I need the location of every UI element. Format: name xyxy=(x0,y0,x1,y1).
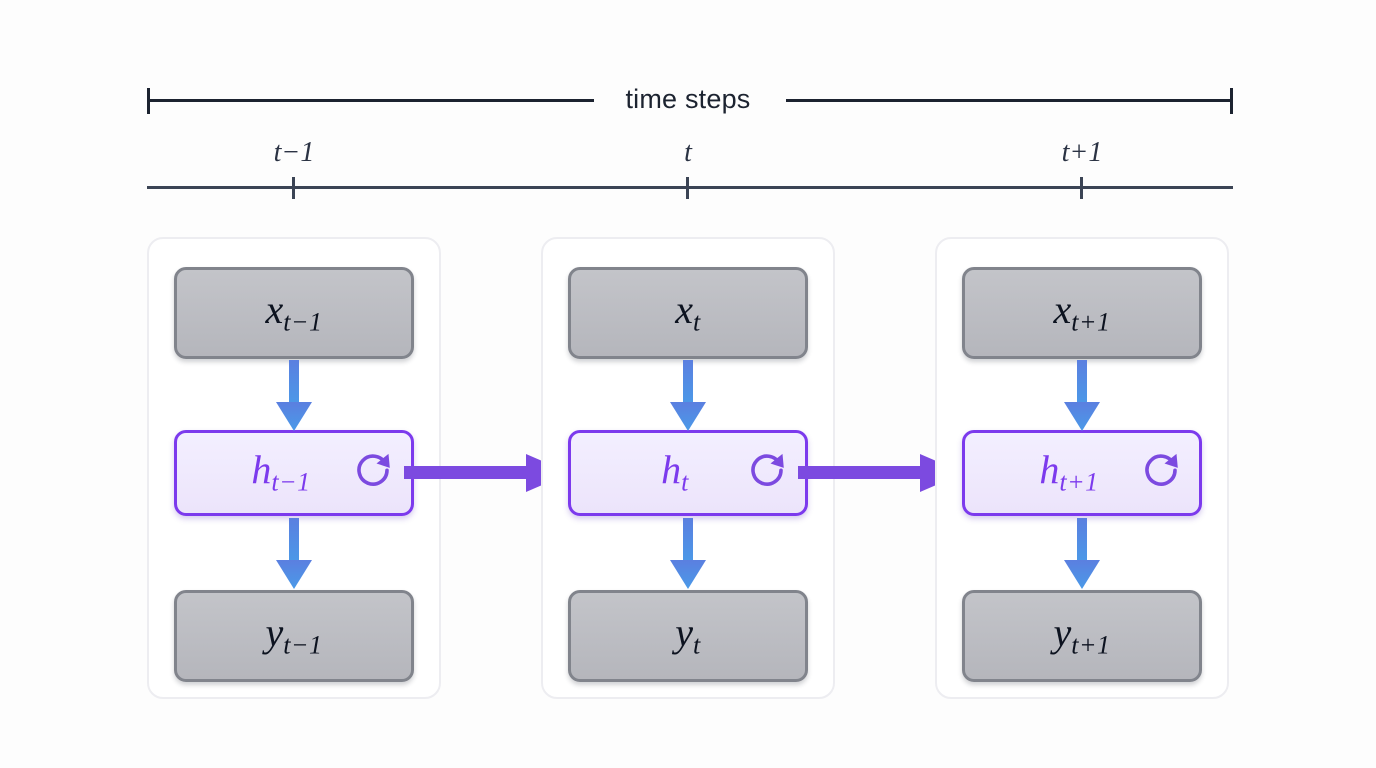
input-node-t-minus-1[interactable]: xt−1 xyxy=(174,267,414,359)
output-node-label-t: yt xyxy=(675,610,701,660)
output-node-t-plus-1[interactable]: yt+1 xyxy=(962,590,1202,682)
edge-input-to-hidden-t xyxy=(670,360,706,431)
hidden-node-label-t-minus-1: ht−1 xyxy=(251,447,311,497)
axis-tick-t xyxy=(686,177,689,199)
edge-hidden-to-output-t-minus-1 xyxy=(276,518,312,589)
hidden-node-label-t-plus-1: ht+1 xyxy=(1039,447,1099,497)
output-node-t-minus-1[interactable]: yt−1 xyxy=(174,590,414,682)
input-node-t[interactable]: xt xyxy=(568,267,808,359)
input-node-label-t-plus-1: xt+1 xyxy=(1053,287,1111,337)
axis-tick-label-t-plus-1: t+1 xyxy=(1061,137,1103,168)
output-node-t[interactable]: yt xyxy=(568,590,808,682)
time-steps-label: time steps xyxy=(625,84,751,114)
edge-input-to-hidden-t-plus-1 xyxy=(1064,360,1100,431)
recurrent-loop-icon xyxy=(1145,453,1178,486)
hidden-node-t-plus-1[interactable]: ht+1 xyxy=(962,430,1202,516)
axis-tick-label-t: t xyxy=(684,137,692,168)
bracket-line-left xyxy=(147,99,594,102)
input-node-t-plus-1[interactable]: xt+1 xyxy=(962,267,1202,359)
hidden-node-t-minus-1[interactable]: ht−1 xyxy=(174,430,414,516)
output-node-label-t-minus-1: yt−1 xyxy=(265,610,323,660)
input-node-label-t: xt xyxy=(675,287,701,337)
bracket-right-cap xyxy=(1230,88,1233,114)
recurrent-loop-icon xyxy=(751,453,784,486)
edge-hidden-to-output-t-plus-1 xyxy=(1064,518,1100,589)
bracket-line-right xyxy=(786,99,1233,102)
axis-tick-t-plus-1 xyxy=(1080,177,1083,199)
recurrent-loop-icon xyxy=(357,453,390,486)
edge-hidden-to-output-t xyxy=(670,518,706,589)
axis-line xyxy=(147,186,1233,189)
edge-input-to-hidden-t-minus-1 xyxy=(276,360,312,431)
axis-tick-label-t-minus-1: t−1 xyxy=(273,137,315,168)
axis-tick-t-minus-1 xyxy=(292,177,295,199)
hidden-node-t[interactable]: ht xyxy=(568,430,808,516)
output-node-label-t-plus-1: yt+1 xyxy=(1053,610,1111,660)
hidden-node-label-t: ht xyxy=(661,447,689,497)
input-node-label-t-minus-1: xt−1 xyxy=(265,287,323,337)
